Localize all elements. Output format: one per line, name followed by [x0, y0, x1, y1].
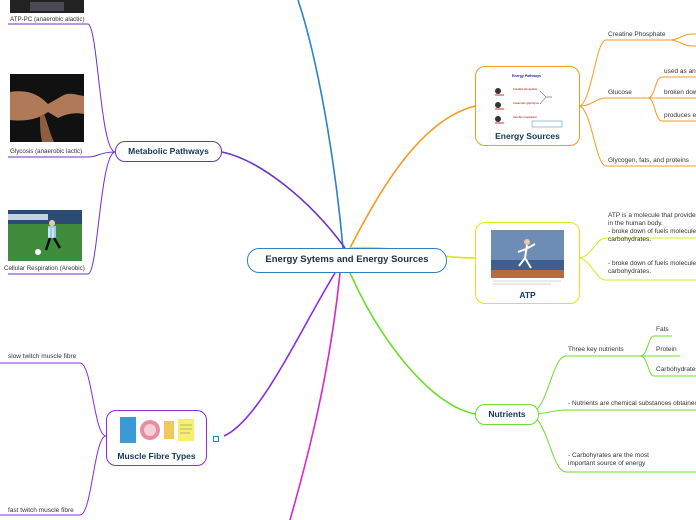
- muscle-fibre-types-node[interactable]: Muscle Fibre Types: [106, 410, 207, 466]
- diagram-label-3: Aerobic respiration: [513, 115, 537, 119]
- energy-sources-title: Energy Sources: [495, 131, 560, 141]
- muscle-fibre-types-title: Muscle Fibre Types: [117, 451, 196, 461]
- nutrients-title: Nutrients: [488, 409, 526, 419]
- caption-cellular-respiration[interactable]: Cellular Respiration (Areobic): [4, 265, 85, 272]
- atp-text-1[interactable]: ATP is a molecule that provides in the h…: [608, 212, 696, 244]
- nutrients-node[interactable]: Nutrients: [475, 404, 539, 425]
- nutrient-fats[interactable]: Fats: [656, 326, 669, 333]
- diagram-label-1: Creatine phosphate: [513, 87, 538, 91]
- slow-twitch-label[interactable]: slow twitch muscle fibre: [8, 353, 77, 360]
- energy-pathways-diagram: Energy Pathways Creatine phosphate Anaer…: [490, 71, 566, 129]
- atp-title: ATP: [519, 290, 536, 300]
- atp-athlete-photo: [491, 230, 564, 288]
- nutrient-carbohydrates[interactable]: Carbohydrates: [656, 366, 696, 373]
- connector-top-blue: [297, 0, 344, 249]
- glucose-label[interactable]: Glucose: [608, 89, 632, 96]
- atp-node[interactable]: ATP: [475, 222, 580, 304]
- metabolic-pathways-title: Metabolic Pathways: [128, 146, 209, 156]
- central-topic-label: Energy Sytems and Energy Sources: [265, 254, 429, 265]
- cellular-respiration-soccer-photo: [8, 210, 82, 261]
- connector-nutrients: [349, 272, 476, 415]
- diagram-title: Energy Pathways: [512, 74, 541, 78]
- atp-pc-sprinter-photo: [10, 0, 84, 13]
- connector-metabolic: [221, 151, 346, 249]
- muscle-fibre-diagram: [120, 417, 196, 445]
- external-link-icon[interactable]: [213, 436, 219, 442]
- nutrient-protein[interactable]: Protein: [656, 346, 677, 353]
- connector-bottom-magenta: [289, 272, 341, 520]
- atp-text-2[interactable]: - broke down of fuels molecules carbohyd…: [608, 260, 696, 276]
- three-key-nutrients-label[interactable]: Three key nutrients: [568, 346, 624, 353]
- glycogen-label[interactable]: Glycogen, fats, and proteins: [608, 157, 689, 164]
- diagram-label-2: Anaerobic glycolysis: [513, 101, 540, 105]
- central-topic[interactable]: Energy Sytems and Energy Sources: [247, 248, 447, 273]
- caption-glycosis[interactable]: Glycosis (anaerobic lactic): [10, 148, 83, 155]
- glucose-child-1[interactable]: used as an e: [664, 68, 696, 75]
- connector-muscle: [223, 272, 336, 437]
- creatine-phosphate-label[interactable]: Creatine Phosphate: [608, 31, 666, 38]
- glycosis-arm-wrestling-photo: [10, 74, 84, 142]
- glucose-child-2[interactable]: broken dow: [664, 89, 696, 96]
- nutrients-text-2[interactable]: - Carbohyrates are the most important so…: [568, 452, 649, 468]
- connector-energy-sources: [349, 105, 476, 249]
- energy-sources-node[interactable]: Energy Pathways Creatine phosphate Anaer…: [475, 66, 580, 146]
- nutrients-text-1[interactable]: - Nutrients are chemical substances obta…: [568, 400, 696, 407]
- fast-twitch-label[interactable]: fast twitch muscle fibre: [8, 507, 74, 514]
- caption-atp-pc[interactable]: ATP-PC (anaerobic alactic): [10, 16, 85, 23]
- metabolic-pathways-node[interactable]: Metabolic Pathways: [115, 141, 222, 162]
- glucose-child-3[interactable]: produces e: [664, 112, 696, 119]
